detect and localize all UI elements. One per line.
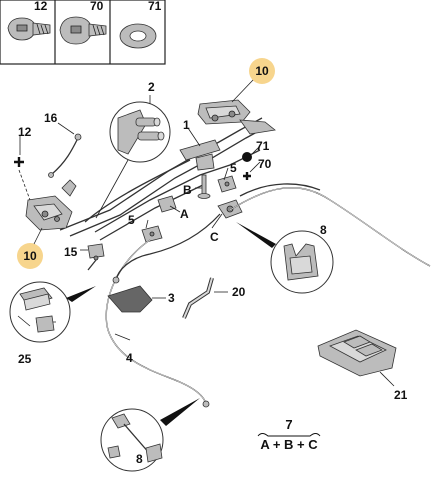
screw-icon — [7, 17, 51, 41]
long-cables — [105, 183, 431, 408]
label-5-right: 5 — [230, 161, 237, 175]
pad-3 — [107, 285, 166, 313]
screw-washer-icon — [59, 16, 107, 45]
label-point-c: C — [210, 230, 219, 244]
legend-label-71: 71 — [148, 0, 162, 13]
callout-detail-25 — [9, 281, 96, 343]
label-16: 16 — [44, 111, 58, 125]
leader-lines — [19, 122, 261, 341]
callout-detail-8-right — [236, 222, 334, 294]
clip-5-left — [141, 225, 163, 243]
label-12: 12 — [18, 125, 32, 139]
label-21: 21 — [394, 388, 408, 402]
label-point-a: A — [180, 207, 189, 221]
cable-junction — [217, 199, 243, 219]
washer-icon — [119, 23, 157, 49]
label-10-left: 10 — [23, 249, 37, 263]
module-21 — [317, 329, 397, 387]
highlight-circle-10-top — [249, 58, 275, 84]
assembly-formula: 7 A + B + C — [257, 417, 321, 452]
label-20: 20 — [232, 285, 246, 299]
label-point-b: B — [183, 183, 192, 197]
label-8-right: 8 — [320, 223, 327, 237]
legend-box: 12 70 71 — [0, 0, 166, 65]
label-4: 4 — [126, 351, 133, 365]
clip-5-right — [217, 175, 237, 193]
legend-label-12: 12 — [34, 0, 48, 13]
label-10-top: 10 — [255, 64, 269, 78]
label-25: 25 — [18, 352, 32, 366]
cable-16 — [48, 133, 82, 178]
label-8-bottom: 8 — [136, 452, 143, 466]
formula-part-number: 7 — [285, 417, 292, 432]
label-3: 3 — [168, 291, 175, 305]
label-15: 15 — [64, 245, 78, 259]
center-bracket — [157, 139, 221, 213]
screw-70-marker — [243, 172, 251, 180]
callout-detail-2 — [95, 95, 171, 219]
screw-12-marker — [14, 157, 24, 167]
label-1: 1 — [183, 118, 190, 132]
label-5-left: 5 — [128, 213, 135, 227]
callout-detail-8-bottom — [100, 398, 200, 472]
main-cable-assembly — [14, 79, 276, 245]
label-70: 70 — [258, 157, 272, 171]
formula-expression: A + B + C — [260, 437, 318, 452]
legend-label-70: 70 — [90, 0, 104, 13]
highlight-circle-10-left — [17, 243, 43, 269]
clip-15 — [87, 243, 105, 271]
washer-71-marker — [242, 152, 252, 162]
latch-mechanism-top — [197, 79, 276, 135]
label-2: 2 — [148, 80, 155, 94]
latch-mechanism-left — [25, 179, 77, 245]
tube-20 — [182, 277, 228, 319]
label-71: 71 — [256, 139, 270, 153]
